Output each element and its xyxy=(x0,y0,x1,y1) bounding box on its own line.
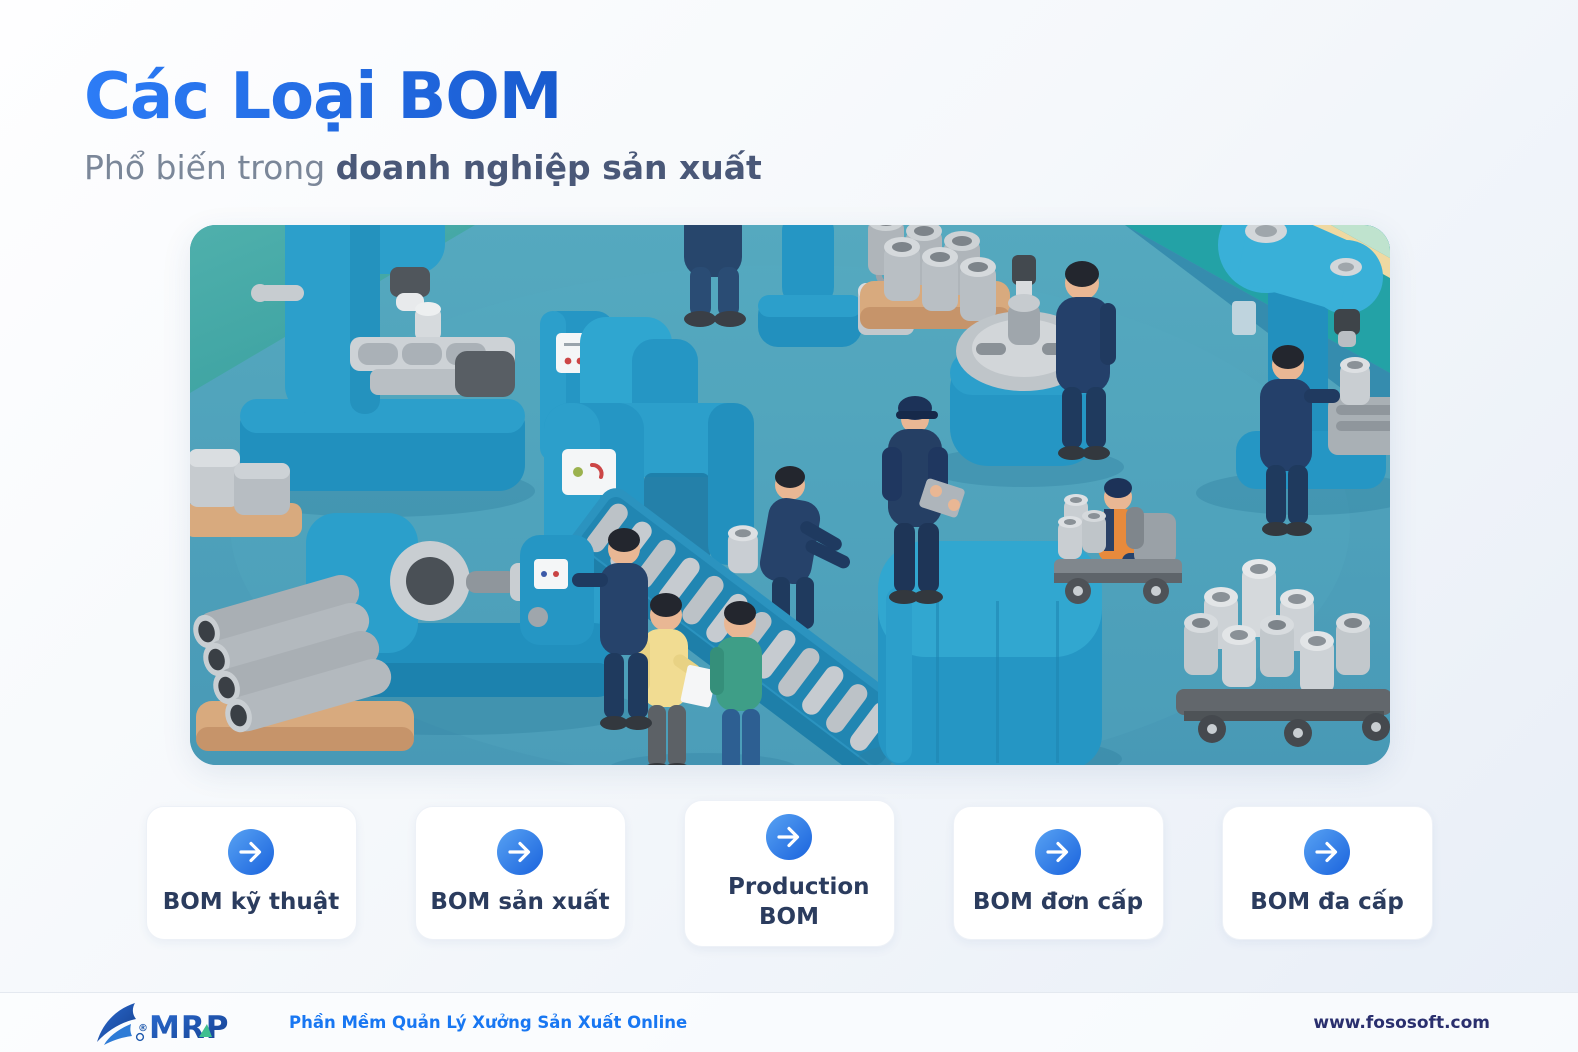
page-title: Các Loại BOM xyxy=(84,62,762,133)
card-bom-don-cap[interactable]: BOM đơn cấp xyxy=(952,806,1164,940)
worker-conveyor xyxy=(759,466,850,629)
boxes-pallet xyxy=(190,449,302,537)
arrow-right-icon xyxy=(1304,828,1350,875)
card-label: BOM đơn cấp xyxy=(972,888,1144,915)
worker-rotary xyxy=(1056,261,1116,460)
bom-cards-row: BOM kỹ thuật BOM sản xuất Production BOM… xyxy=(0,799,1578,947)
footer-tagline: Phần Mềm Quản Lý Xưởng Sản Xuất Online xyxy=(289,1013,688,1032)
footer: ® MRP Phần Mềm Quản Lý Xưởng Sản Xuất On… xyxy=(0,992,1578,1052)
truck-cylinders xyxy=(1058,494,1106,559)
card-production-bom[interactable]: Production BOM xyxy=(683,799,895,947)
header: Các Loại BOM Phổ biến trong doanh nghiệp… xyxy=(84,62,762,188)
cylinder-on-belt xyxy=(727,525,758,574)
arrow-right-icon xyxy=(497,828,543,875)
arrow-right-icon xyxy=(766,813,812,860)
dolly-cylinders xyxy=(1184,559,1370,693)
card-bom-ky-thuat[interactable]: BOM kỹ thuật xyxy=(145,806,357,940)
card-label: Production BOM xyxy=(728,873,870,930)
factory-illustration xyxy=(190,225,1390,765)
pedestal-machine xyxy=(758,225,862,347)
pallet-truck xyxy=(1054,478,1182,604)
worker-top xyxy=(684,225,746,327)
svg-text:®: ® xyxy=(138,1023,148,1034)
page-subtitle: Phổ biến trong doanh nghiệp sản xuất xyxy=(84,148,762,187)
pipes-pallet-top xyxy=(860,225,1010,329)
card-label: BOM kỹ thuật xyxy=(162,888,340,915)
worker-lathe xyxy=(572,528,652,730)
subtitle-regular: Phổ biến trong xyxy=(84,148,336,188)
card-bom-da-cap[interactable]: BOM đa cấp xyxy=(1221,806,1433,940)
arrow-right-icon xyxy=(228,828,274,875)
milling-machine xyxy=(225,225,535,517)
worker-press xyxy=(1260,345,1390,536)
cylinder-dolly xyxy=(1176,559,1390,747)
mrp-logo: ® MRP xyxy=(95,1000,263,1046)
card-label: BOM đa cấp xyxy=(1250,888,1404,915)
pipes-pallet-bottom xyxy=(193,574,414,751)
subtitle-bold: doanh nghiệp sản xuất xyxy=(335,148,762,188)
card-bom-san-xuat[interactable]: BOM sản xuất xyxy=(414,806,626,940)
worker-clipboard xyxy=(882,396,965,604)
logo-text: MRP xyxy=(149,1010,229,1046)
footer-website-link[interactable]: www.fososoft.com xyxy=(1313,1012,1490,1033)
pipe-cylinders xyxy=(868,225,996,321)
card-label: BOM sản xuất xyxy=(430,888,610,915)
foso-swoosh-logo-icon: ® MRP xyxy=(97,1002,229,1046)
factory-illustration-svg xyxy=(190,225,1390,765)
arrow-right-icon xyxy=(1035,828,1081,875)
